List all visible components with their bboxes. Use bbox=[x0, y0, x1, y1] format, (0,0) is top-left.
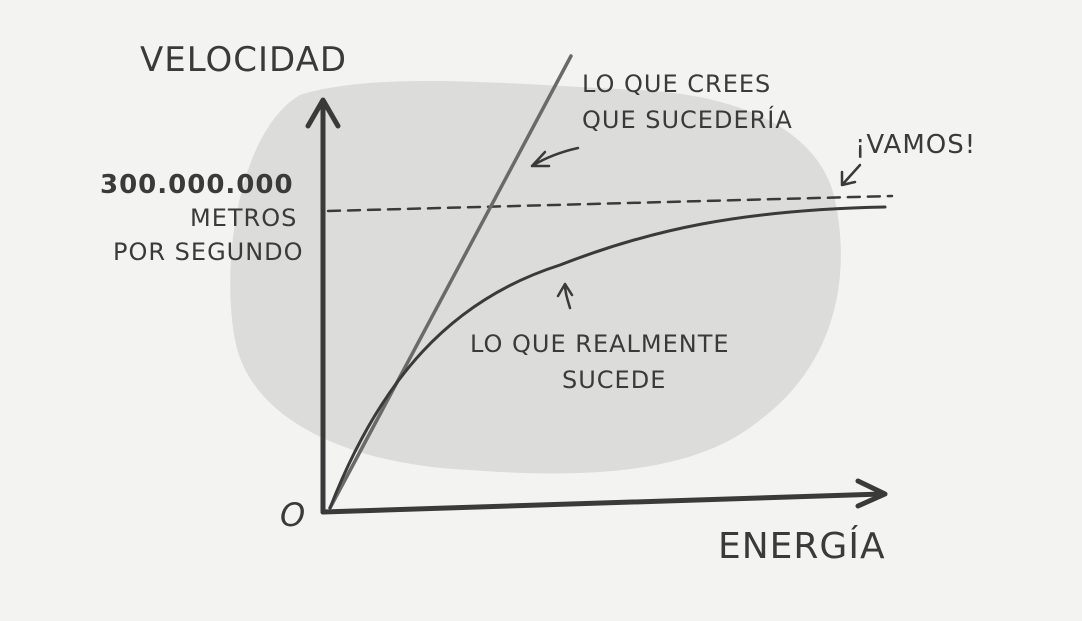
vamos-annotation: ¡VAMOS! bbox=[855, 130, 977, 160]
arrow-vamos bbox=[840, 163, 862, 187]
y-axis-label: VELOCIDAD bbox=[140, 40, 348, 80]
limit-value-label: 300.000.000 bbox=[100, 170, 294, 200]
x-axis-arrowhead bbox=[855, 478, 888, 509]
expected-label-line2: QUE SUCEDERÍA bbox=[582, 106, 793, 134]
arrow-actual-label bbox=[556, 282, 574, 310]
actual-label-line1: LO QUE REALMENTE bbox=[470, 330, 730, 358]
expected-label-line1: LO QUE CREES bbox=[582, 70, 772, 98]
arrow-expected-label bbox=[530, 146, 580, 168]
series-line-expected bbox=[328, 54, 573, 510]
limit-unit-line1: METROS bbox=[190, 204, 298, 232]
origin-label: O bbox=[280, 496, 307, 534]
x-axis bbox=[320, 491, 885, 515]
series-curve-actual bbox=[328, 205, 887, 510]
actual-label-line2: SUCEDE bbox=[562, 366, 667, 394]
limit-dashed-line bbox=[326, 194, 894, 213]
limit-unit-line2: POR SEGUNDO bbox=[113, 238, 304, 266]
x-axis-label: ENERGÍA bbox=[718, 526, 886, 567]
background-blob bbox=[230, 80, 841, 474]
y-axis-arrowhead bbox=[305, 97, 341, 129]
